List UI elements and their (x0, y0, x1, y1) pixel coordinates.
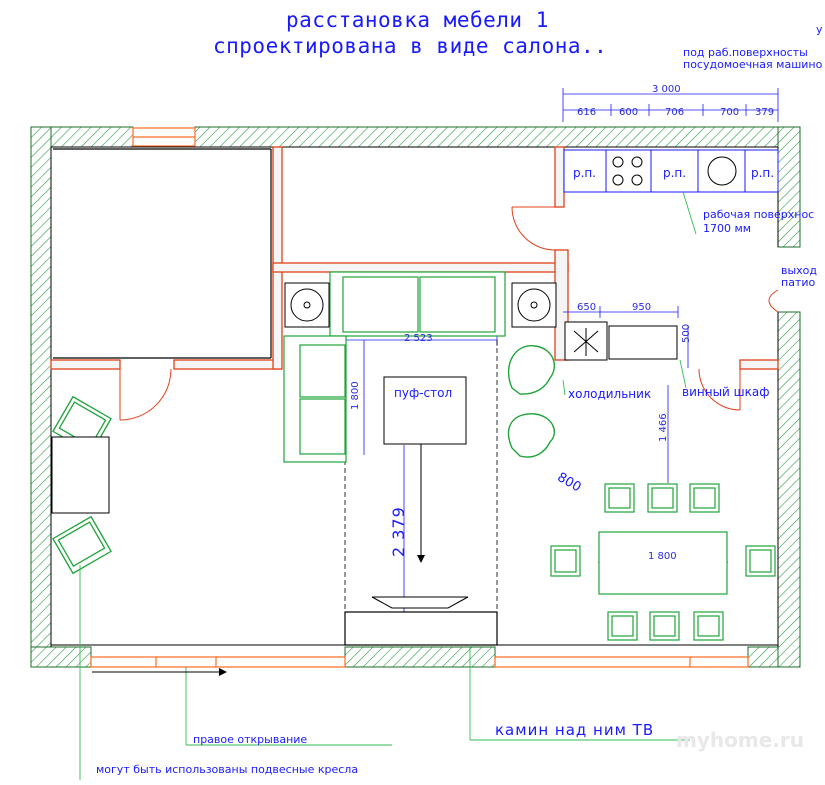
label-pouf-table: пуф-стол (394, 386, 453, 400)
dim-table-length: 1 800 (648, 551, 677, 562)
dining-chairs (550, 483, 776, 641)
dim-seg-1: 616 (577, 107, 597, 118)
note-exit-2: патио (781, 276, 816, 289)
dim-seg-3: 706 (665, 107, 685, 118)
note-right-opening: правое открывание (193, 733, 308, 746)
closet-black-lines (53, 148, 272, 359)
dim-kitchen-to-table: 1 466 (658, 413, 669, 442)
note-hanging-chairs: могут быть использованы подвесные кресла (96, 763, 359, 776)
watermark-logo: myhome.ru (676, 728, 804, 752)
pouf-table (383, 376, 467, 445)
bottom-windows (90, 656, 749, 668)
dim-seg-5: 379 (755, 107, 775, 118)
note-worktop-1: рабочая поверхнос (703, 208, 815, 221)
kitchen-counter (563, 149, 779, 193)
tv-zone-dashed (344, 340, 498, 612)
title-line-1: расстановка мебели 1 (286, 8, 549, 32)
fridge (564, 321, 608, 361)
top-window (132, 127, 196, 147)
dim-fridge-width: 650 (577, 302, 597, 313)
hob-icon (612, 156, 643, 186)
label-wine-cabinet: винный шкаф (682, 385, 770, 399)
dim-depth-500: 500 (681, 323, 692, 343)
title-line-2: спроектирована в виде салона.. (213, 34, 608, 58)
tv (371, 596, 469, 609)
label-fridge: холодильник (568, 387, 652, 401)
wine-cabinet (608, 325, 678, 360)
dim-wine-width: 950 (632, 302, 652, 313)
label-rp-2: р.п. (663, 166, 687, 180)
dim-seg-4: 700 (720, 107, 740, 118)
fireplace (344, 611, 498, 646)
doors (119, 206, 779, 421)
dining-table (598, 531, 728, 595)
dim-total-width: 3 000 (652, 84, 681, 95)
label-rp-1: р.п. (573, 166, 597, 180)
note-dishwasher-1: под раб.поверхносты (683, 46, 808, 59)
floor-lamp-left (284, 282, 330, 328)
dim-living-width: 2 523 (404, 333, 433, 344)
note-dishwasher-2: посудомоечная машино (683, 58, 823, 71)
dim-tv-distance: 2 379 (389, 506, 408, 557)
dim-sofa-depth: 1 800 (350, 381, 361, 410)
sofa (283, 271, 506, 463)
dim-seg-2: 600 (619, 107, 639, 118)
floor-lamp-right (511, 282, 557, 328)
note-top-right-corner: у (816, 23, 823, 36)
note-worktop-2: 1700 мм (703, 222, 752, 235)
side-table (51, 436, 110, 514)
label-rp-3: р.п. (751, 166, 775, 180)
note-fireplace-tv: камин над ним ТВ (495, 721, 655, 739)
note-exit-1: выход (781, 264, 818, 277)
bar-stools (507, 345, 555, 458)
sink-icon (707, 156, 737, 186)
leader-lines (79, 191, 697, 780)
